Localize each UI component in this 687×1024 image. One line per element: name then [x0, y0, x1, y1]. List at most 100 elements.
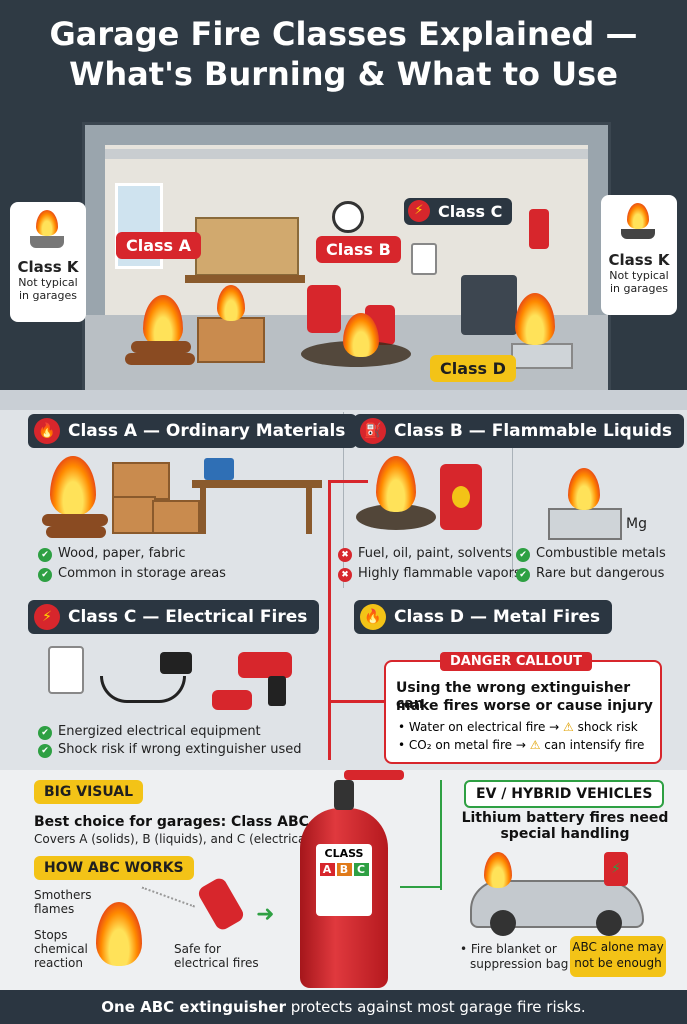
flow-line-vertical — [328, 480, 331, 760]
ev-headline: Lithium battery fires need special handl… — [460, 810, 670, 842]
extinguisher-handle — [344, 770, 404, 780]
log — [42, 514, 108, 526]
ev-headline-1: Lithium battery fires need — [461, 810, 669, 826]
class-k-card-left: Class K Not typical in garages — [10, 202, 86, 322]
title-line-2: What's Burning & What to Use — [69, 55, 618, 93]
car-wheel-icon — [490, 910, 516, 936]
how-safe-2: electrical fires — [174, 956, 259, 970]
heat-gun-icon — [212, 690, 252, 710]
power-cord-icon — [100, 676, 186, 703]
panel-b-bullet-1: Fuel, oil, paint, solvents — [338, 546, 512, 562]
tool-cabinet — [461, 275, 517, 335]
how-safe: Safe for electrical fires — [174, 942, 259, 970]
danger-row-2: • CO₂ on metal fire → ⚠ can intensify fi… — [398, 738, 645, 752]
gas-can-icon: ⛽ — [360, 418, 386, 444]
power-adapter-icon — [160, 652, 192, 674]
metal-label: Mg — [626, 516, 647, 532]
lightning-icon: ⚡ — [408, 200, 430, 222]
drill-icon — [238, 652, 292, 678]
panel-header-class-c-label: Class C — Electrical Fires — [68, 607, 308, 627]
panel-a-bullet-1: Wood, paper, fabric — [38, 546, 186, 562]
extinguisher-class-label: CLASS — [324, 847, 364, 860]
flame-icon — [343, 313, 379, 357]
footer-bold: One ABC extinguisher — [101, 998, 286, 1016]
danger-row-1-left: Water on electrical fire — [408, 720, 546, 734]
ev-note: ABC alone may not be enough — [570, 936, 666, 977]
workbench-leg — [200, 488, 206, 534]
big-visual-sub: Covers A (solids), B (liquids), and C (e… — [34, 832, 314, 846]
green-arrow-icon: ➜ — [256, 902, 275, 927]
extinguisher-label: CLASS A B C — [316, 844, 372, 916]
panel-header-class-c: ⚡ Class C — Electrical Fires — [28, 600, 320, 634]
danger-row-2-right: can intensify fire — [544, 738, 645, 752]
ev-bullet: • Fire blanket or suppression bag — [460, 942, 568, 972]
scene-tag-class-a: Class A — [116, 232, 202, 259]
extinguisher-class-b: B — [336, 863, 352, 876]
log — [131, 341, 191, 353]
class-k-note-1: Not typical — [18, 276, 78, 289]
title-line-1: Garage Fire Classes Explained — — [49, 15, 638, 53]
panel-header-class-a-label: Class A — Ordinary Materials — [68, 421, 346, 441]
class-k-label: Class K — [608, 251, 670, 269]
panel-c-bullet-2: Shock risk if wrong extinguisher used — [38, 742, 302, 758]
pan-icon — [621, 229, 655, 239]
warning-icon: ⚠ — [529, 738, 541, 752]
panel-header-class-b: ⛽ Class B — Flammable Liquids — [354, 414, 685, 448]
class-k-note-1: Not typical — [609, 269, 669, 282]
workbench — [185, 275, 305, 283]
wall-outlet-icon — [48, 646, 84, 694]
flame-icon — [376, 456, 416, 512]
metal-block — [511, 343, 573, 369]
workbench — [192, 480, 322, 488]
panel-d-bullet-2: Rare but dangerous — [516, 566, 664, 582]
how-stops-2: chemical — [34, 942, 88, 956]
panel-c-bullet-1: Energized electrical equipment — [38, 724, 261, 740]
extinguisher-valve — [334, 780, 354, 810]
how-safe-1: Safe for — [174, 942, 221, 956]
ev-headline-2: special handling — [500, 826, 630, 842]
flame-icon — [96, 902, 142, 966]
log — [46, 526, 106, 538]
pan-fire-icon — [627, 203, 649, 229]
workbench-leg — [306, 488, 312, 534]
panel-b-bullet-2: Highly flammable vapors — [338, 566, 521, 582]
danger-headline-1: Using the wrong extinguisher can — [396, 680, 631, 712]
big-visual-tag: BIG VISUAL — [34, 780, 144, 804]
panel-a-bullet-2: Common in storage areas — [38, 566, 226, 582]
ev-tag: EV / HYBRID VEHICLES — [464, 780, 665, 808]
pan-fire-icon — [36, 210, 58, 236]
gas-can — [307, 285, 341, 333]
flow-line-danger — [328, 700, 384, 703]
car-wheel-icon — [596, 910, 622, 936]
flame-icon — [50, 456, 96, 516]
flame-circle-icon: 🔥 — [360, 604, 386, 630]
ev-bullet-1: • Fire blanket or — [460, 942, 557, 956]
flame-icon — [217, 285, 245, 321]
danger-row-1-right: shock risk — [577, 720, 638, 734]
panel-header-class-a: 🔥 Class A — Ordinary Materials — [28, 414, 358, 448]
how-stops-1: Stops — [34, 928, 68, 942]
droplet-icon — [452, 486, 470, 508]
wall-drill-mount — [529, 209, 549, 249]
info-divider-bd — [512, 448, 513, 578]
how-abc-tag: HOW ABC WORKS — [34, 856, 194, 880]
pegboard — [195, 217, 299, 276]
lightning-icon: ⚡ — [34, 604, 60, 630]
danger-row-1: • Water on electrical fire → ⚠ shock ris… — [398, 720, 638, 734]
scene-tag-class-c: ⚡ Class C — [404, 198, 513, 225]
scene-tag-class-d: Class D — [430, 355, 516, 382]
ev-note-2: not be enough — [574, 956, 662, 970]
cardboard-box — [112, 496, 156, 534]
flow-line-top — [328, 480, 368, 483]
big-visual-headline: Best choice for garages: Class ABC — [34, 814, 309, 830]
danger-callout: DANGER CALLOUT Using the wrong extinguis… — [384, 652, 662, 764]
drill-handle-icon — [268, 676, 286, 706]
cardboard-box — [197, 317, 265, 363]
extinguisher-class-a: A — [319, 863, 335, 876]
warning-icon: ⚠ — [563, 720, 574, 734]
scene-tag-class-c-label: Class C — [438, 202, 503, 221]
danger-headline-2: make fires worse or cause injury — [396, 698, 653, 714]
how-stops: Stops chemical reaction — [34, 928, 88, 970]
panel-header-class-d-label: Class D — Metal Fires — [394, 607, 601, 627]
cardboard-box — [112, 462, 170, 500]
